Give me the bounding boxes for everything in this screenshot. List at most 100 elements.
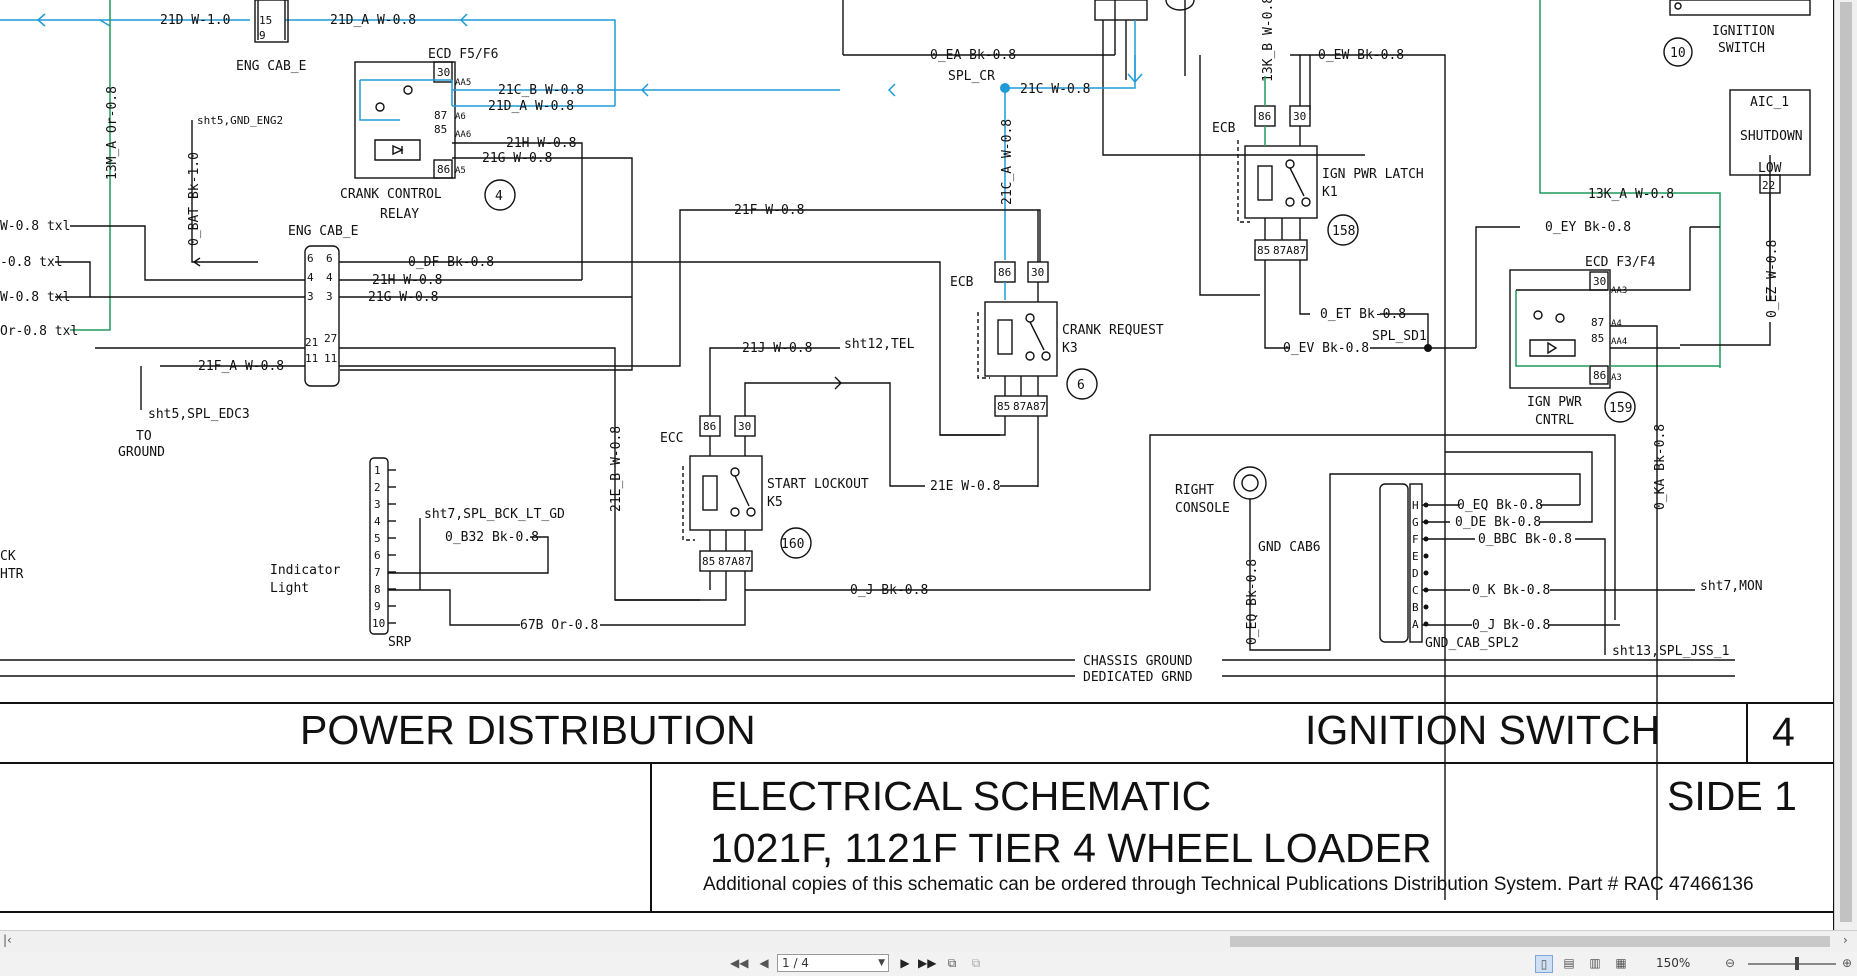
pin-label: AA6 (455, 130, 471, 140)
ref-number: 159 (1609, 401, 1632, 416)
vertical-scrollbar[interactable] (1834, 0, 1857, 930)
single-page-view-icon[interactable]: ▯ (1535, 955, 1553, 973)
wire-label: 0_J Bk-0.8 (850, 583, 928, 598)
srp-pin-label: 6 (374, 549, 381, 562)
facing-view-icon[interactable]: ▥ (1589, 956, 1601, 970)
pin-label: 85 (1257, 244, 1270, 257)
wire-label: 0_EY Bk-0.8 (1545, 220, 1631, 235)
component-label: RELAY (380, 207, 419, 222)
wire-label: 0_J Bk-0.8 (1472, 618, 1550, 633)
component-label: START LOCKOUT (767, 477, 869, 492)
pin-label: 85 (997, 400, 1010, 413)
zoom-level[interactable]: 150% (1656, 956, 1691, 970)
srp-pin-label: 2 (374, 481, 381, 494)
pin-label: 85 (434, 123, 447, 136)
spl-pin-label: G (1412, 516, 1419, 529)
page-number-value: 1 / 4 (782, 956, 809, 970)
ref-label: sht12,TEL (844, 337, 915, 352)
component-label: AIC_1 (1750, 95, 1789, 110)
first-page-icon[interactable]: ◀◀ (730, 956, 749, 970)
wire-label: 21G W-0.8 (482, 151, 552, 166)
component-label: IGNITION (1712, 24, 1775, 39)
chevron-down-icon[interactable]: ▼ (878, 958, 885, 968)
spl-pin-label: H (1412, 499, 1419, 512)
spl-pin-node (1423, 570, 1429, 576)
connector-label: GND_CAB_SPL2 (1425, 636, 1519, 651)
wire-label: 21D W-1.0 (160, 13, 230, 28)
ref-number: 6 (1077, 378, 1085, 393)
wire-label: 0_EW Bk-0.8 (1318, 48, 1404, 63)
wire-label: 21E W-0.8 (930, 479, 1000, 494)
wire-label: HTR (0, 567, 24, 582)
wire-label: 21G W-0.8 (368, 290, 438, 305)
component-label: Light (270, 581, 309, 596)
spl-pin-label: C (1412, 584, 1419, 597)
wire-label: -0.8 txl (0, 255, 63, 270)
last-page-icon[interactable]: ▶▶ (918, 956, 937, 970)
component-label: CRANK REQUEST (1062, 323, 1164, 338)
page-number-input[interactable]: 1 / 4 ▼ (777, 954, 889, 972)
zoom-slider[interactable] (1748, 963, 1836, 965)
next-page-icon[interactable]: ▶ (900, 956, 910, 970)
title-electrical-schematic: ELECTRICAL SCHEMATIC (710, 773, 1211, 819)
spl-pin-label: B (1412, 601, 1419, 614)
wire-label: 0_EZ W-0.8 (1765, 240, 1780, 318)
wire-label: 67B Or-0.8 (520, 618, 598, 633)
pin-label: 85 (1591, 332, 1604, 345)
scroll-right-arrow-icon[interactable]: › (1843, 933, 1848, 947)
component-label: CONSOLE (1175, 501, 1230, 516)
pin-label: 11 (324, 352, 337, 365)
next-view-icon[interactable]: ⧉ (971, 956, 981, 970)
component-label: IGN PWR (1527, 395, 1582, 410)
pin-label: 86 (1593, 369, 1606, 382)
pin-label: 3 (307, 290, 314, 303)
ecb-label: ECB (950, 275, 974, 290)
scroll-left-arrow-icon[interactable]: |‹ (3, 933, 12, 947)
wire-label: W-0.8 txl (0, 290, 70, 305)
component-label: K5 (767, 495, 783, 510)
zoom-slider-knob[interactable] (1795, 957, 1799, 970)
srp-pin-label: 7 (374, 566, 381, 579)
title-note: Additional copies of this schematic can … (703, 874, 1754, 895)
crank-request-relay-k3: 86 30 85 87A 87 (977, 261, 1058, 417)
pin-label: 30 (437, 66, 450, 79)
pin-label: 87 (1591, 316, 1604, 329)
title-power-distribution: POWER DISTRIBUTION (300, 707, 756, 753)
srp-pin-label: 3 (374, 498, 381, 511)
pin-label: 9 (259, 29, 266, 42)
horizontal-scrollbar[interactable]: |‹ › (0, 930, 1857, 952)
wire-label: 0_EV Bk-0.8 (1283, 341, 1369, 356)
pin-label: 6 (307, 252, 314, 265)
horizontal-scroll-thumb[interactable] (1230, 936, 1830, 947)
vertical-scroll-thumb[interactable] (1840, 2, 1852, 922)
document-viewport[interactable]: 21D W-1.0 21D_A W-0.8 0_EA Bk-0.8 0_EW B… (0, 0, 1834, 930)
wire-label: 21C W-0.8 (1020, 82, 1090, 97)
component-label: SHUTDOWN (1740, 129, 1803, 144)
wire-label: 13M_A Or-0.8 (105, 86, 120, 180)
previous-view-icon[interactable]: ⧉ (947, 956, 957, 970)
wire-label: 0_DF Bk-0.8 (408, 255, 494, 270)
wire-label: 21J W-0.8 (742, 341, 812, 356)
component-label: SWITCH (1718, 41, 1765, 56)
pin-label: A3 (1611, 373, 1622, 383)
component-label: Indicator (270, 563, 341, 578)
connector-label: ENG CAB_E (288, 224, 358, 239)
wire-label: 21D_A W-0.8 (330, 13, 416, 28)
continuous-view-icon[interactable]: ▤ (1563, 956, 1575, 970)
ground-label: GND CAB6 (1258, 540, 1321, 555)
component-label: LOW (1758, 161, 1782, 176)
wire-label: 13K_B W-0.8 (1261, 0, 1276, 82)
zoom-out-icon[interactable]: ⊖ (1724, 956, 1736, 970)
connector-label: ENG CAB_E (236, 59, 306, 74)
continuous-facing-view-icon[interactable]: ▦ (1615, 956, 1627, 970)
pin-label: 11 (305, 352, 318, 365)
previous-page-icon[interactable]: ◀ (759, 956, 769, 970)
ref-label: TO (136, 429, 152, 444)
component-label: CRANK CONTROL (340, 187, 442, 202)
spl-pin-node (1423, 553, 1429, 559)
title-block (0, 0, 1834, 930)
wire-label: 0_EA Bk-0.8 (930, 48, 1016, 63)
pin-label: 21 (305, 336, 318, 349)
zoom-in-icon[interactable]: ⊕ (1841, 956, 1853, 970)
